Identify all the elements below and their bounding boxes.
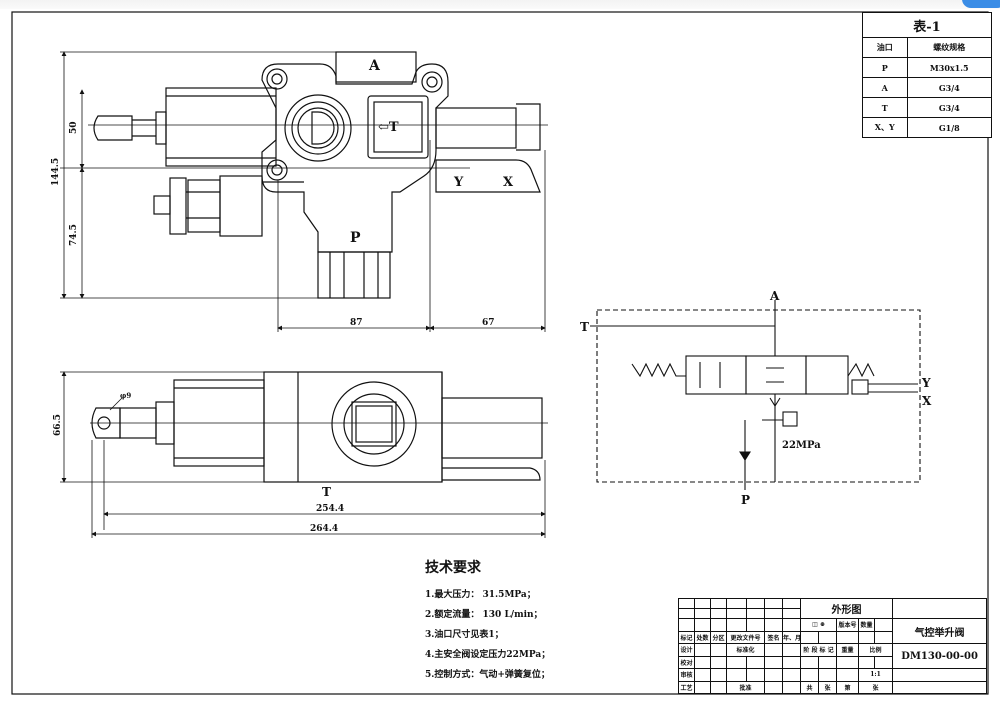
port-table-cell: T [862, 97, 908, 118]
valve-body-outline [261, 63, 449, 253]
port-table-cell: G1/8 [906, 117, 993, 138]
dim-87: 87 [350, 318, 363, 328]
dim-254-4: 254.4 [316, 504, 344, 514]
title-block: 外形图 ◫ ⊕ 版本号 数量 气控举升阀 标记 处数 分区 更改文件号 签名 年… [678, 598, 988, 694]
tb-stage: 阶 段 标 记 [800, 643, 837, 657]
schematic-boundary [596, 309, 921, 483]
front-port-p-label: P [350, 230, 361, 246]
tech-note-item: 4.主安全阀设定压力22MPa； [425, 650, 551, 660]
tb-approve: 批准 [726, 680, 765, 694]
port-table-cell: M30x1.5 [906, 57, 993, 78]
tech-note-item: 3.油口尺寸见表1； [425, 630, 504, 640]
corner-badge[interactable] [962, 0, 1000, 8]
schematic-x-label: X [922, 394, 932, 408]
bottom-dimension-lines [60, 371, 548, 538]
tb-design: 设计 [678, 643, 695, 657]
scale-value: 1:1 [857, 668, 894, 682]
tb-total: 共 [800, 680, 819, 694]
schematic-p-label: P [741, 493, 750, 507]
tb-sheet: 张 [818, 680, 837, 694]
schematic-y-label: Y [921, 376, 931, 390]
tech-note-item: 2.额定流量： 130 L/min； [425, 610, 543, 620]
port-table-cell: G3/4 [906, 97, 993, 118]
sheet-border [11, 11, 989, 695]
port-table-title: 表-1 [862, 12, 992, 38]
dim-phi9: φ9 [120, 391, 131, 400]
front-port-t-label: ⇦T [378, 120, 399, 135]
tb-mark: 标记 [678, 630, 695, 644]
schematic-a-label: A [769, 289, 780, 303]
tb-material: 版本号 [836, 618, 859, 632]
tech-notes-title: 技术要求 [425, 560, 481, 576]
tb-sign: 签名 [764, 630, 783, 644]
dim-50: 50 [69, 121, 79, 134]
port-table-header: 油口 [862, 37, 908, 58]
tb-process: 工艺 [678, 680, 695, 694]
port-table-cell: X、Y [862, 117, 908, 138]
port-table-cell: P [862, 57, 908, 78]
tb-review: 审核 [678, 668, 695, 682]
schematic-t-label: T [580, 320, 589, 334]
tb-page: 第 [836, 680, 859, 694]
front-view [93, 51, 541, 299]
front-port-y-label: Y [453, 175, 464, 190]
window-top-strip [0, 0, 1000, 9]
port-table-cell: A [862, 77, 908, 98]
port-table-cell: G3/4 [906, 77, 993, 98]
drawing-code: DM130-00-00 [892, 643, 988, 669]
technical-requirements: 技术要求 1.最大压力： 31.5MPa； 2.额定流量： 130 L/min；… [425, 557, 550, 685]
tb-date: 年、月、日 [782, 630, 801, 644]
tb-zone: 分区 [710, 630, 727, 644]
tb-qty: 数量 [858, 618, 875, 632]
schematic-relief-pressure: 22MPa [782, 440, 821, 451]
drawing-name: 外形图 [799, 598, 894, 619]
tb-sheet: 张 [857, 680, 894, 694]
bottom-view [91, 371, 543, 483]
dim-67: 67 [482, 318, 495, 328]
dim-74-5: 74.5 [69, 224, 79, 246]
front-port-a-label: A [368, 58, 381, 74]
port-table-header: 螺纹规格 [906, 37, 993, 58]
tb-check: 校对 [678, 655, 695, 669]
bottom-port-t-label: T [322, 485, 331, 499]
front-port-x-label: X [503, 175, 514, 190]
tech-note-item: 1.最大压力： 31.5MPa； [425, 590, 536, 600]
projection-symbol-icon: ◫ ⊕ [800, 618, 837, 632]
tb-ratio: 比例 [857, 643, 894, 657]
tb-weight: 重量 [836, 643, 859, 657]
tb-count: 处数 [694, 630, 711, 644]
tech-note-item: 5.控制方式：气动+弹簧复位； [425, 670, 550, 680]
product-name: 气控举升阀 [892, 618, 988, 644]
dim-144-5: 144.5 [51, 158, 61, 186]
dim-264-4: 264.4 [310, 524, 338, 534]
tb-std: 标准化 [726, 643, 765, 657]
front-dimension-lines [60, 51, 548, 332]
hydraulic-schematic [590, 300, 921, 490]
tb-change-doc: 更改文件号 [726, 630, 765, 644]
dim-66-5: 66.5 [53, 414, 63, 436]
